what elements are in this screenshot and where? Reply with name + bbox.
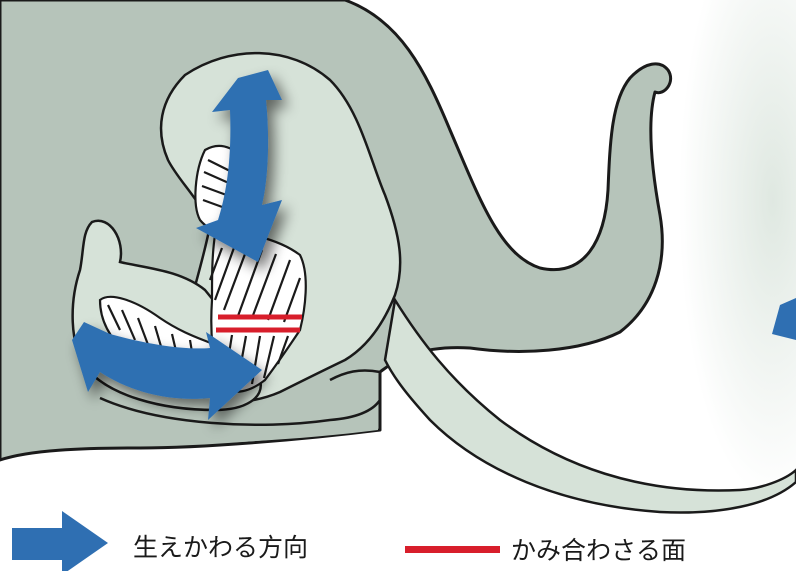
legend-growth-direction-label: 生えかわる方向 [133,535,308,560]
legend-occlusal-surface-label: かみ合わさる面 [511,538,686,563]
red-line-icon [405,546,500,553]
blue-arrow-icon [12,511,108,571]
